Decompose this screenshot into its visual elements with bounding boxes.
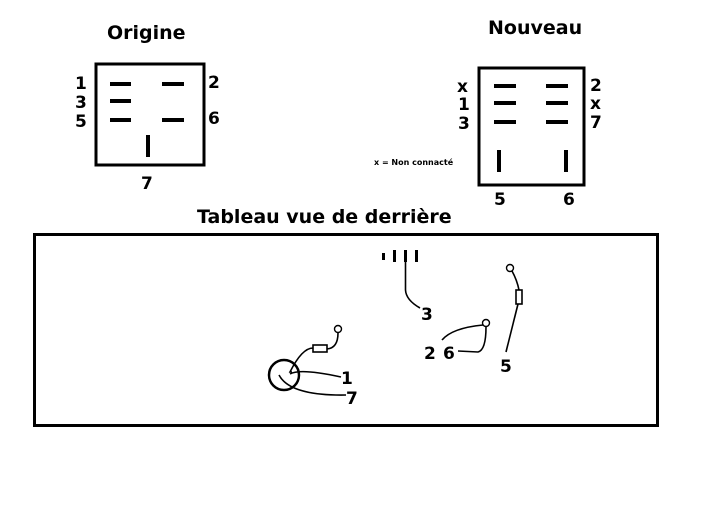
connector-bar-2 — [393, 250, 396, 262]
nouveau-pin-right-3 — [546, 120, 568, 124]
origine-box — [94, 62, 206, 167]
origine-pin-1 — [110, 82, 131, 86]
wire-1-lower — [288, 347, 314, 373]
tableau-label-6: 6 — [443, 344, 455, 364]
terminal-5 — [505, 263, 515, 273]
connector-bar-3 — [404, 250, 407, 262]
origine-pin-3 — [110, 99, 131, 103]
origine-title: Origine — [107, 22, 186, 44]
wire-3 — [404, 262, 421, 309]
origine-label-6: 6 — [208, 109, 220, 129]
wire-2 — [441, 324, 484, 341]
nouveau-label-right-x: x — [590, 94, 601, 114]
nouveau-pin-left-3 — [494, 120, 516, 124]
nouveau-label-5: 5 — [494, 190, 506, 210]
nouveau-pin-left-1 — [494, 84, 516, 88]
legend-not-connected: x = Non connacté — [374, 157, 454, 167]
nouveau-label-left-x: x — [457, 77, 468, 97]
origine-label-3: 3 — [75, 93, 87, 113]
wire-5-upper — [511, 270, 520, 291]
nouveau-pin-5 — [497, 150, 501, 172]
nouveau-pin-right-1 — [546, 84, 568, 88]
connector-5 — [515, 289, 523, 305]
origine-label-7: 7 — [141, 174, 153, 194]
wire-1-upper — [326, 332, 339, 350]
nouveau-title: Nouveau — [488, 17, 582, 39]
tableau-label-7: 7 — [346, 389, 358, 409]
tableau-label-2: 2 — [424, 344, 436, 364]
tableau-rear-view: Tableau vue de derrière 3 2 6 5 1 7 — [33, 206, 659, 427]
leader-1 — [289, 370, 342, 378]
wire-5-lower — [505, 303, 519, 353]
tableau-label-1: 1 — [341, 369, 353, 389]
nouveau-label-right-7: 7 — [590, 113, 602, 133]
tableau-title: Tableau vue de derrière — [197, 206, 452, 228]
wire-6 — [457, 326, 487, 353]
origine-pin-5 — [110, 118, 131, 122]
nouveau-connector: Nouveau x 1 3 2 x 7 5 6 x = Non connacté — [374, 17, 602, 210]
nouveau-label-6: 6 — [563, 190, 575, 210]
nouveau-label-left-3: 3 — [458, 114, 470, 134]
origine-pin-7 — [146, 135, 150, 157]
round-socket — [267, 358, 301, 392]
origine-label-5: 5 — [75, 112, 87, 132]
tableau-frame — [33, 233, 659, 427]
tableau-label-3: 3 — [421, 305, 433, 325]
nouveau-pin-6 — [564, 150, 568, 172]
tableau-label-5: 5 — [500, 357, 512, 377]
connector-bar-4 — [415, 250, 418, 262]
origine-label-1: 1 — [75, 74, 87, 94]
origine-pin-2 — [162, 82, 184, 86]
connector-1 — [312, 344, 328, 353]
terminal-2-6 — [481, 318, 491, 328]
nouveau-box — [477, 66, 586, 187]
origine-label-2: 2 — [208, 73, 220, 93]
leader-7 — [278, 374, 347, 396]
origine-pin-6 — [162, 118, 184, 122]
origine-connector: Origine 1 3 5 2 6 7 — [75, 22, 220, 194]
nouveau-label-left-1: 1 — [458, 95, 470, 115]
connector-bar-1 — [382, 253, 385, 260]
nouveau-label-right-2: 2 — [590, 76, 602, 96]
nouveau-pin-right-2 — [546, 101, 568, 105]
terminal-1 — [333, 324, 343, 334]
nouveau-pin-left-2 — [494, 101, 516, 105]
